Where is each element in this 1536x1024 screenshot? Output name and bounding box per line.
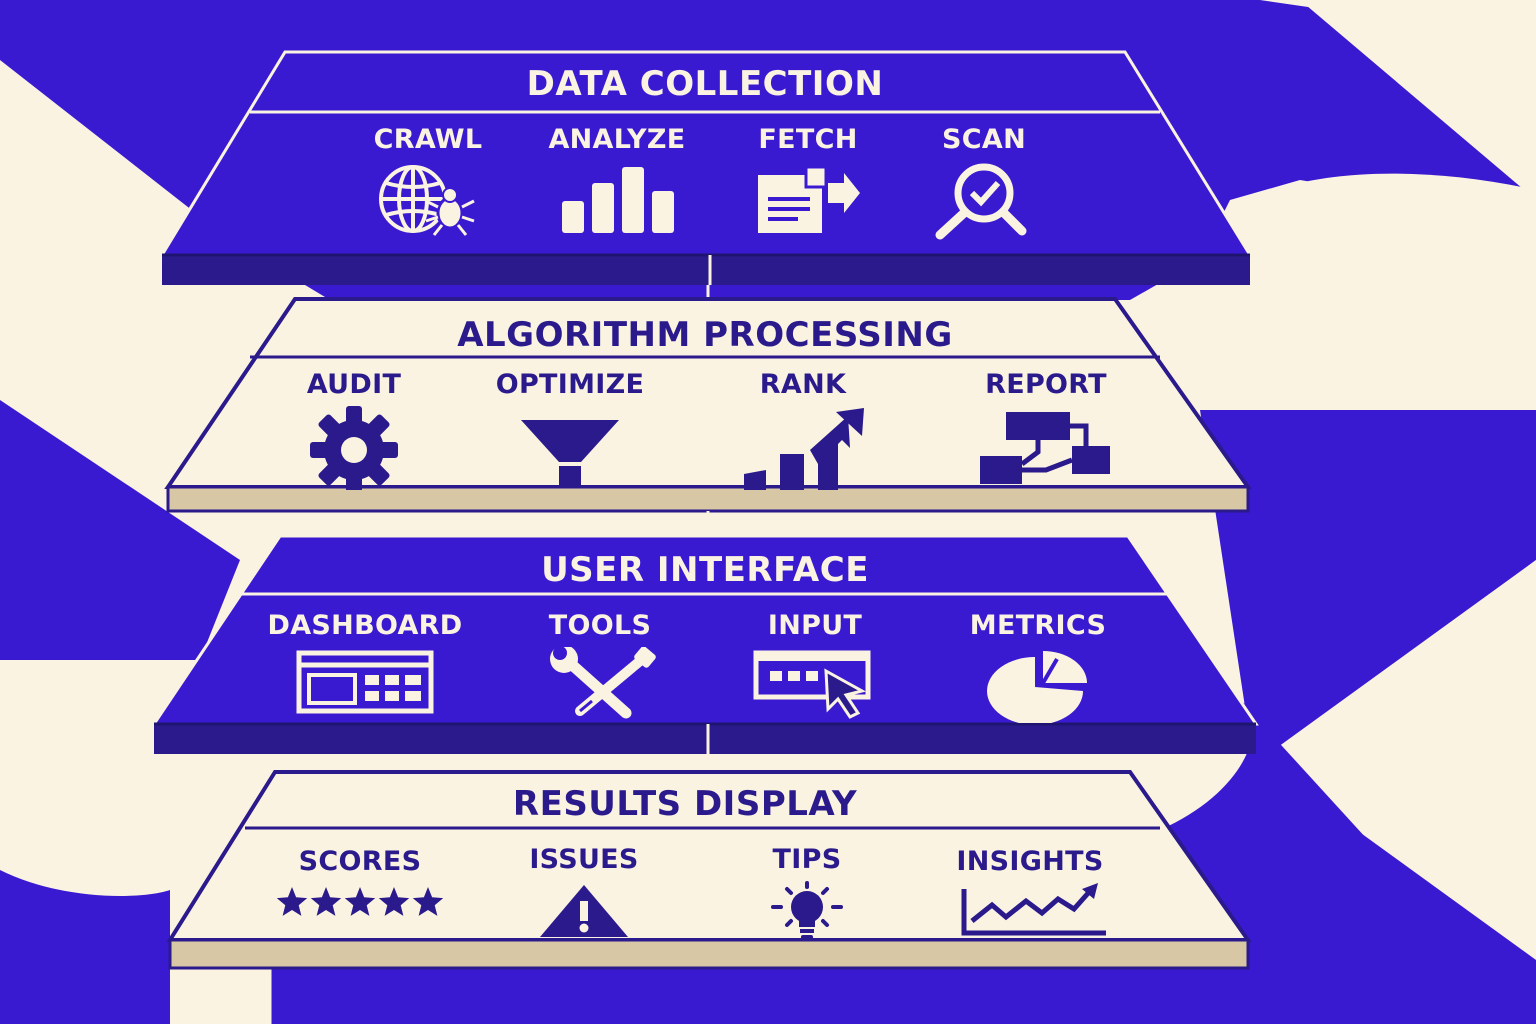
pie-chart-icon — [987, 651, 1087, 723]
gear-icon — [310, 406, 398, 490]
item-crawl: CRAWL — [328, 124, 528, 241]
item-label: CRAWL — [373, 124, 483, 155]
star-icon — [310, 887, 342, 916]
document-arrow-icon — [758, 165, 860, 233]
item-report: REPORT — [946, 369, 1146, 490]
item-label: TOOLS — [548, 610, 652, 641]
warning-triangle-icon — [540, 885, 628, 937]
layer-algorithm-processing: ALGORITHM PROCESSING AUDIT OPTIMIZE — [150, 297, 1260, 519]
item-label: ISSUES — [529, 844, 639, 875]
item-label: REPORT — [985, 369, 1107, 400]
item-label: SCORES — [298, 846, 422, 877]
item-label: OPTIMIZE — [495, 369, 645, 400]
star-icon — [412, 887, 444, 916]
item-label: AUDIT — [306, 369, 402, 400]
item-rank: RANK — [703, 369, 903, 490]
item-label: RANK — [759, 369, 847, 400]
layer-title: DATA COLLECTION — [526, 64, 884, 104]
five-stars-icon — [276, 887, 444, 916]
layer-results-display: RESULTS DISPLAY SCORES ISSUES TIPS — [150, 770, 1260, 972]
item-label: FETCH — [758, 124, 858, 155]
item-analyze: ANALYZE — [517, 124, 717, 241]
dashboard-window-icon — [296, 650, 434, 714]
item-metrics: METRICS — [938, 610, 1138, 723]
item-issues: ISSUES — [484, 844, 684, 941]
item-label: INPUT — [767, 610, 863, 641]
item-label: METRICS — [969, 610, 1107, 641]
layer-user-interface: USER INTERFACE DASHBOARD TOOLS INPUT — [150, 534, 1260, 758]
item-label: ANALYZE — [548, 124, 686, 155]
item-label: SCAN — [942, 124, 1026, 155]
funnel-icon — [521, 420, 619, 488]
star-icon — [276, 887, 308, 916]
layer-data-collection: DATA COLLECTION CRAWL ANALYZE FETCH — [150, 50, 1260, 290]
item-scan: SCAN — [884, 124, 1084, 241]
item-scores: SCORES — [260, 846, 460, 923]
item-audit: AUDIT — [254, 369, 454, 490]
item-insights: INSIGHTS — [930, 846, 1130, 939]
lightbulb-icon — [771, 881, 843, 941]
star-icon — [378, 887, 410, 916]
layer-slab — [164, 297, 1252, 519]
item-label: TIPS — [772, 844, 842, 875]
flowchart-icon — [980, 412, 1110, 484]
star-icon — [344, 887, 376, 916]
input-cursor-icon — [753, 650, 871, 719]
item-dashboard: DASHBOARD — [265, 610, 465, 717]
item-tips: TIPS — [707, 844, 907, 945]
item-optimize: OPTIMIZE — [470, 369, 670, 490]
layer-title: ALGORITHM PROCESSING — [457, 315, 953, 355]
rising-bars-icon — [744, 408, 864, 490]
trend-line-icon — [961, 883, 1106, 936]
bar-chart-icon — [562, 167, 674, 233]
magnifier-check-icon — [935, 163, 1027, 240]
wrench-screwdriver-icon — [550, 647, 656, 719]
layer-title: RESULTS DISPLAY — [512, 784, 858, 824]
item-fetch: FETCH — [708, 124, 908, 241]
layer-title: USER INTERFACE — [541, 550, 869, 590]
globe-spider-icon — [379, 165, 475, 236]
item-input: INPUT — [715, 610, 915, 723]
item-tools: TOOLS — [500, 610, 700, 723]
item-label: DASHBOARD — [267, 610, 463, 641]
item-label: INSIGHTS — [956, 846, 1104, 877]
